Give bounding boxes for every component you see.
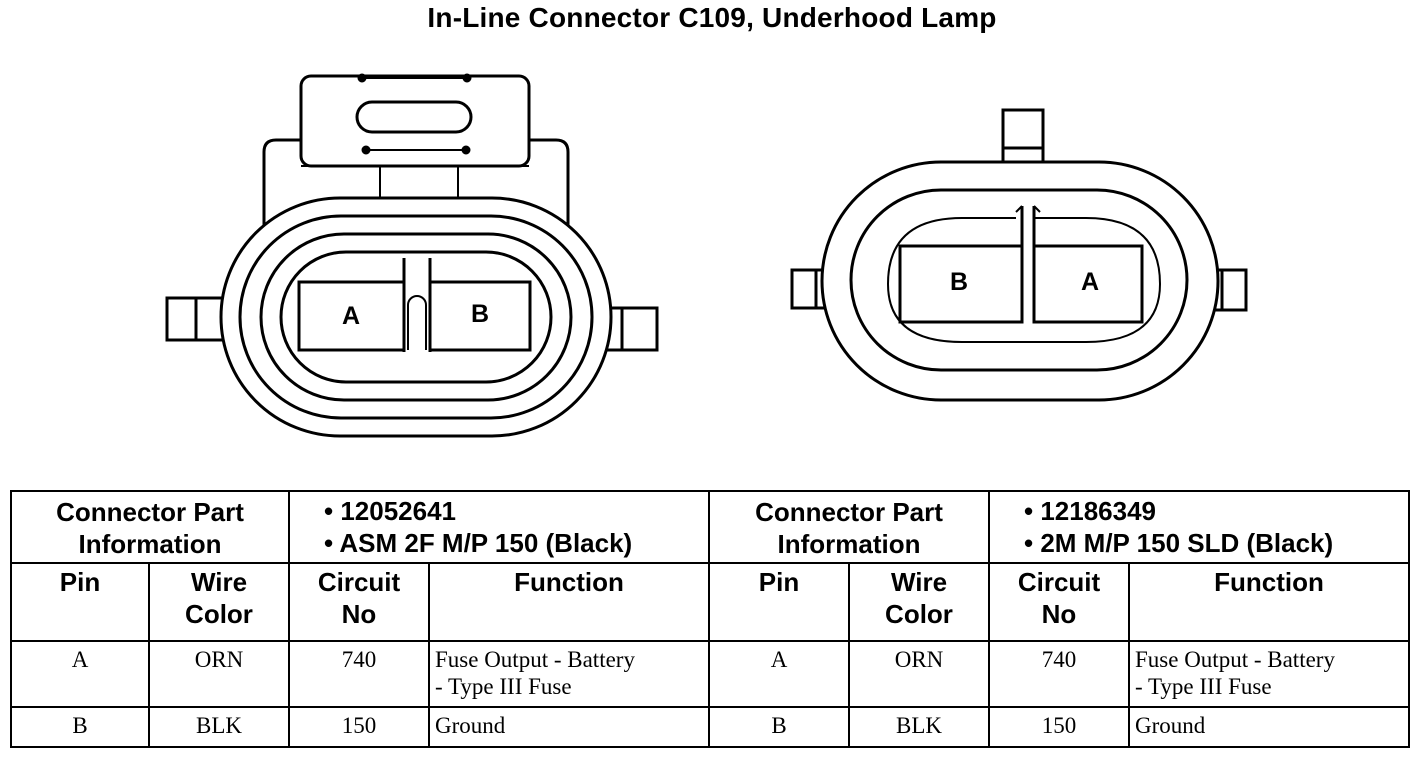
right-part-description: • 2M M/P 150 SLD (Black) <box>1024 528 1334 558</box>
left-latch-tab <box>299 74 531 168</box>
left-circuit-a: 740 <box>288 640 430 708</box>
left-function-a: Fuse Output - Battery - Type III Fuse <box>428 640 710 708</box>
right-cavity-b-label: B <box>950 268 968 296</box>
right-cavity-a-label: A <box>1081 268 1099 296</box>
right-wire-color-a: ORN <box>848 640 990 708</box>
left-cavity-b-label: B <box>471 300 489 328</box>
left-pin-a: A <box>10 640 150 708</box>
right-pin-a: A <box>708 640 850 708</box>
right-header-wire-color: Wire Color <box>848 562 990 642</box>
right-header-function: Function <box>1127 562 1411 642</box>
right-header-pin: Pin <box>708 562 850 642</box>
right-function-a: Fuse Output - Battery - Type III Fuse <box>1127 640 1411 708</box>
right-outer-shell <box>820 160 1220 402</box>
left-connector <box>165 73 659 438</box>
right-part-info-label: Connector Part Information <box>708 490 990 564</box>
right-circuit-a: 740 <box>988 640 1130 708</box>
right-pin-b: B <box>708 706 850 748</box>
left-header-pin: Pin <box>10 562 150 642</box>
left-pin-b: B <box>10 706 150 748</box>
right-wire-color-b: BLK <box>848 706 990 748</box>
left-latch-slot <box>355 100 473 134</box>
right-part-number: • 12186349 <box>1024 496 1157 526</box>
right-header-circuit-no: Circuit No <box>988 562 1130 642</box>
table-row: A ORN 740 Fuse Output - Battery - Type I… <box>10 640 1411 708</box>
column-header-row: Pin Wire Color Circuit No Function Pin W… <box>10 562 1411 642</box>
right-function-b: Ground <box>1127 706 1411 748</box>
left-ring-2 <box>259 232 573 402</box>
left-ear-right <box>603 306 659 352</box>
left-part-info: • 12052641 • ASM 2F M/P 150 (Black) <box>288 490 710 564</box>
left-cavity-a-label: A <box>342 302 360 330</box>
right-circuit-b: 150 <box>988 706 1130 748</box>
left-part-info-label: Connector Part Information <box>10 490 290 564</box>
left-header-wire-color: Wire Color <box>148 562 290 642</box>
left-ring-3 <box>279 250 553 384</box>
left-lock-housing <box>262 138 570 232</box>
right-inner-ring <box>849 188 1189 372</box>
part-info-row: Connector Part Information • 12052641 • … <box>10 490 1411 564</box>
left-part-description: • ASM 2F M/P 150 (Black) <box>324 528 633 558</box>
diagram-title: In-Line Connector C109, Underhood Lamp <box>427 2 997 33</box>
left-wire-color-a: ORN <box>148 640 290 708</box>
right-connector <box>790 108 1248 402</box>
left-header-function: Function <box>428 562 710 642</box>
left-circuit-b: 150 <box>288 706 430 748</box>
pinout-table: Connector Part Information • 12052641 • … <box>10 490 1411 748</box>
right-top-tab <box>1001 108 1045 166</box>
left-part-number: • 12052641 <box>324 496 457 526</box>
right-cavity-frame <box>886 217 1162 343</box>
table-row: B BLK 150 Ground B BLK 150 Ground <box>10 706 1411 748</box>
left-wire-color-b: BLK <box>148 706 290 748</box>
connector-drawings: A B B A <box>165 73 1248 438</box>
left-function-b: Ground <box>428 706 710 748</box>
left-ring-1 <box>238 214 594 420</box>
left-header-circuit-no: Circuit No <box>288 562 430 642</box>
right-part-info: • 12186349 • 2M M/P 150 SLD (Black) <box>987 490 1411 564</box>
